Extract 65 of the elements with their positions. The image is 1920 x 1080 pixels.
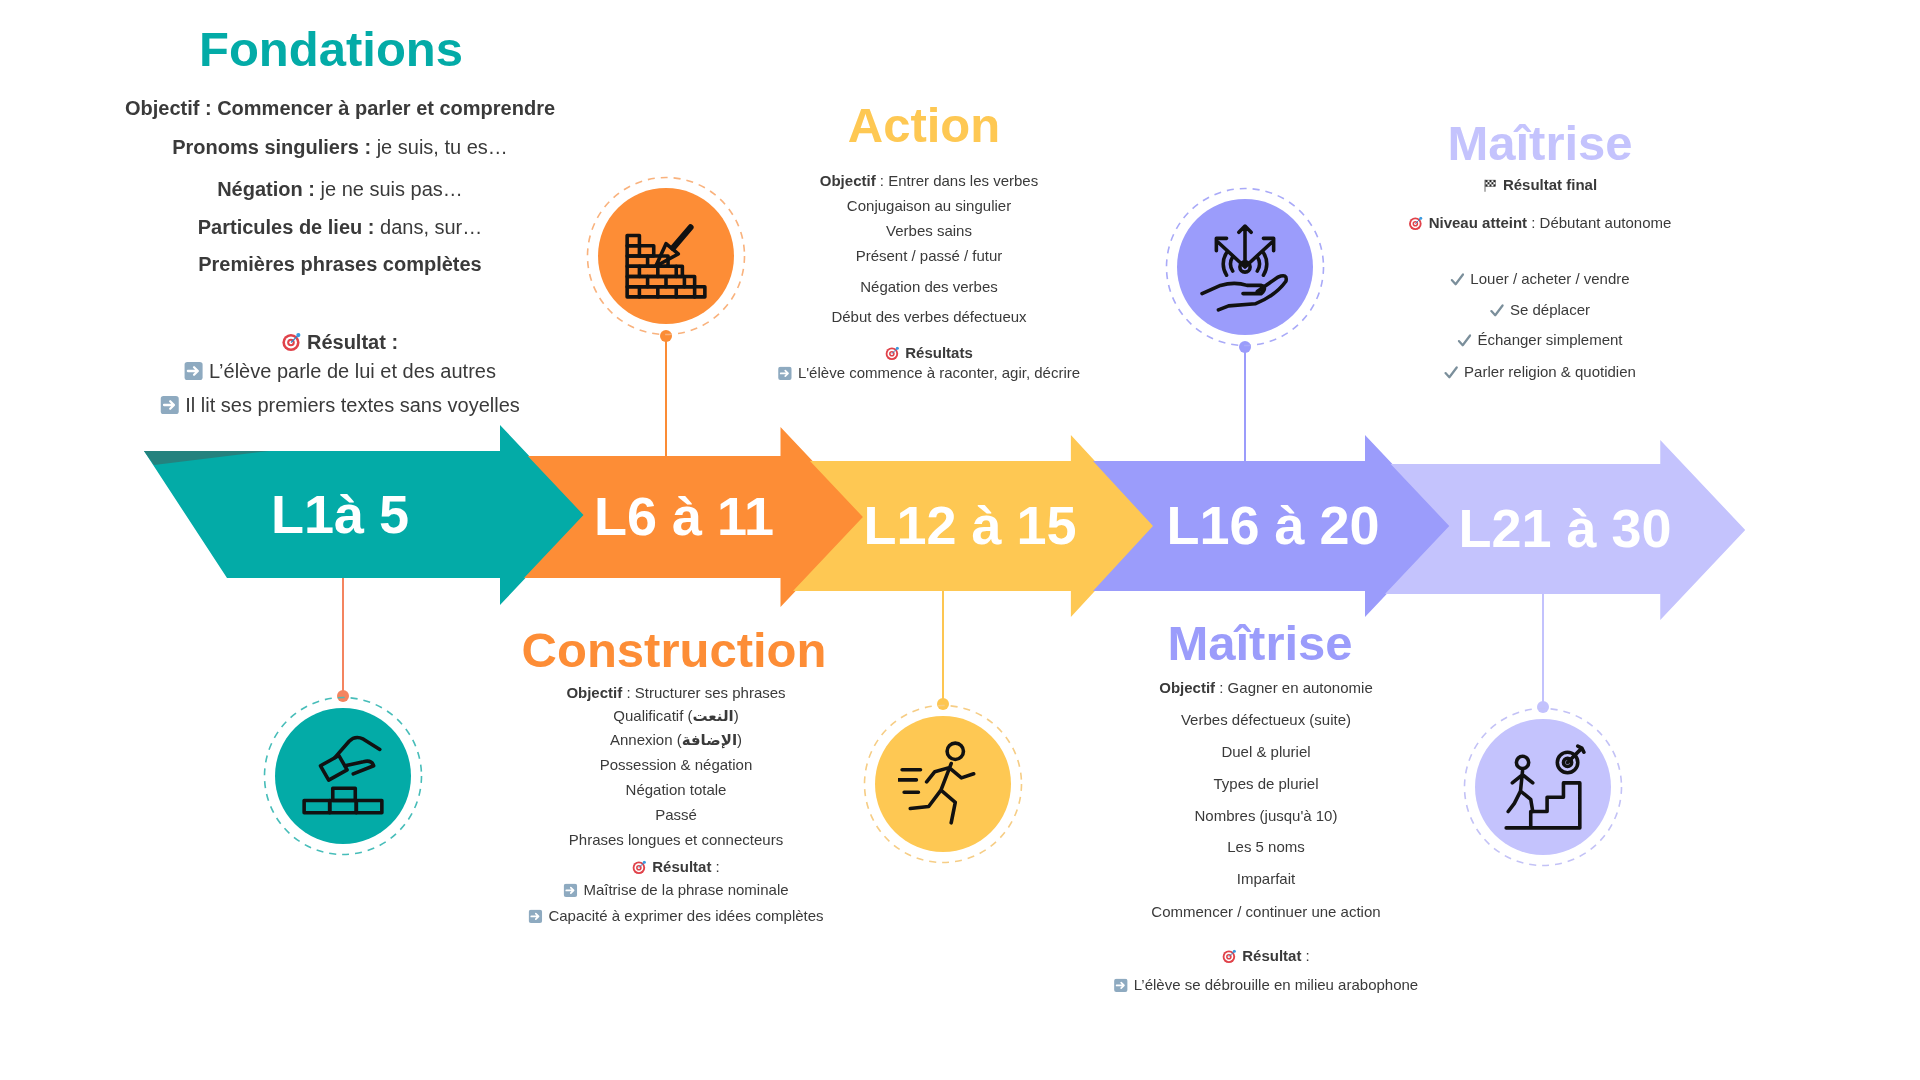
list-item: Commencer / continuer une action — [1151, 903, 1381, 921]
icon-circle — [1463, 707, 1623, 867]
list-item: Les 5 noms — [1227, 838, 1305, 856]
list-item: Conjugaison au singulier — [846, 197, 1012, 215]
section-heading: Construction — [521, 621, 827, 679]
timeline-band — [1093, 435, 1451, 617]
icon-circle — [1165, 187, 1325, 347]
list-item: Phrases longues et connecteurs — [568, 831, 784, 849]
level-text: Niveau atteint : Débutant autonome — [1428, 214, 1672, 232]
stage-range-label: L21 à 30 — [1458, 499, 1672, 559]
icon-circle — [863, 704, 1023, 864]
stage-range-label: L6 à 11 — [593, 487, 775, 547]
leader-line — [660, 330, 672, 457]
stage-range-label: L12 à 15 — [863, 496, 1077, 556]
leader-line — [337, 577, 349, 702]
objective-text: Objectif : Entrer dans les verbes — [819, 172, 1039, 190]
list-item: Négation totale — [625, 781, 727, 799]
list-item: Début des verbes défectueux — [831, 308, 1027, 326]
list-item: Imparfait — [1236, 870, 1296, 888]
icon-circle — [263, 696, 423, 856]
checklist-item: Parler religion & quotidien — [1464, 363, 1636, 381]
timeline-band — [1384, 440, 1745, 620]
result-text: Capacité à exprimer des idées complètes — [548, 907, 824, 925]
list-item: Passé — [655, 806, 697, 824]
stage-range-label: L1à 5 — [270, 484, 410, 545]
stage-range-label: L16 à 20 — [1166, 496, 1380, 556]
result-text: Maîtrise de la phrase nominale — [583, 881, 789, 899]
section-heading: Action — [847, 96, 1001, 154]
timeline-band — [793, 435, 1155, 617]
leader-line — [1537, 593, 1549, 713]
checklist-item: Se déplacer — [1509, 301, 1591, 319]
section-heading: Maîtrise — [1167, 614, 1353, 672]
list-item: Pronoms singuliers : je suis, tu es… — [172, 135, 508, 159]
list-item: Verbes défectueux (suite) — [1180, 711, 1352, 729]
result-heading: Résultats — [905, 344, 973, 362]
section-heading: Maîtrise — [1447, 114, 1633, 172]
objective-text: Objectif : Commencer à parler et comprendre — [124, 96, 556, 120]
result-text: Il lit ses premiers textes sans voyelles — [185, 393, 520, 417]
checklist-item: Échanger simplement — [1477, 331, 1623, 349]
result-text: L’élève parle de lui et des autres — [209, 359, 496, 383]
list-item: Nombres (jusqu'à 10) — [1194, 807, 1338, 825]
section-heading: Fondations — [199, 20, 463, 78]
objective-text: Objectif : Structurer ses phrases — [566, 684, 786, 702]
timeline-band — [144, 425, 585, 605]
list-item: Verbes sains — [886, 222, 972, 240]
list-item: Particules de lieu : dans, sur… — [197, 215, 483, 239]
result-heading: Résultat : — [1242, 947, 1310, 965]
list-item: Présent / passé / futur — [855, 247, 1003, 265]
result-text: L’élève se débrouille en milieu arabophone — [1133, 976, 1419, 994]
leader-line — [1239, 341, 1251, 462]
result-text: L'élève commence à raconter, agir, décrire — [797, 364, 1081, 382]
timeline-band — [523, 427, 865, 607]
list-item: Types de pluriel — [1213, 775, 1319, 793]
checklist-item: Louer / acheter / vendre — [1470, 270, 1630, 288]
list-item: Négation des verbes — [860, 278, 998, 296]
objective-text: Objectif : Gagner en autonomie — [1159, 679, 1373, 697]
list-item: Premières phrases complètes — [198, 252, 482, 276]
list-item: Possession & négation — [599, 756, 753, 774]
list-item: Duel & pluriel — [1221, 743, 1311, 761]
leader-line — [937, 590, 949, 710]
result-heading: Résultat : — [652, 858, 720, 876]
list-item: Négation : je ne suis pas… — [217, 177, 463, 201]
result-heading: Résultat final — [1502, 176, 1598, 194]
icon-circle — [586, 176, 746, 336]
result-heading: Résultat : — [306, 330, 399, 354]
